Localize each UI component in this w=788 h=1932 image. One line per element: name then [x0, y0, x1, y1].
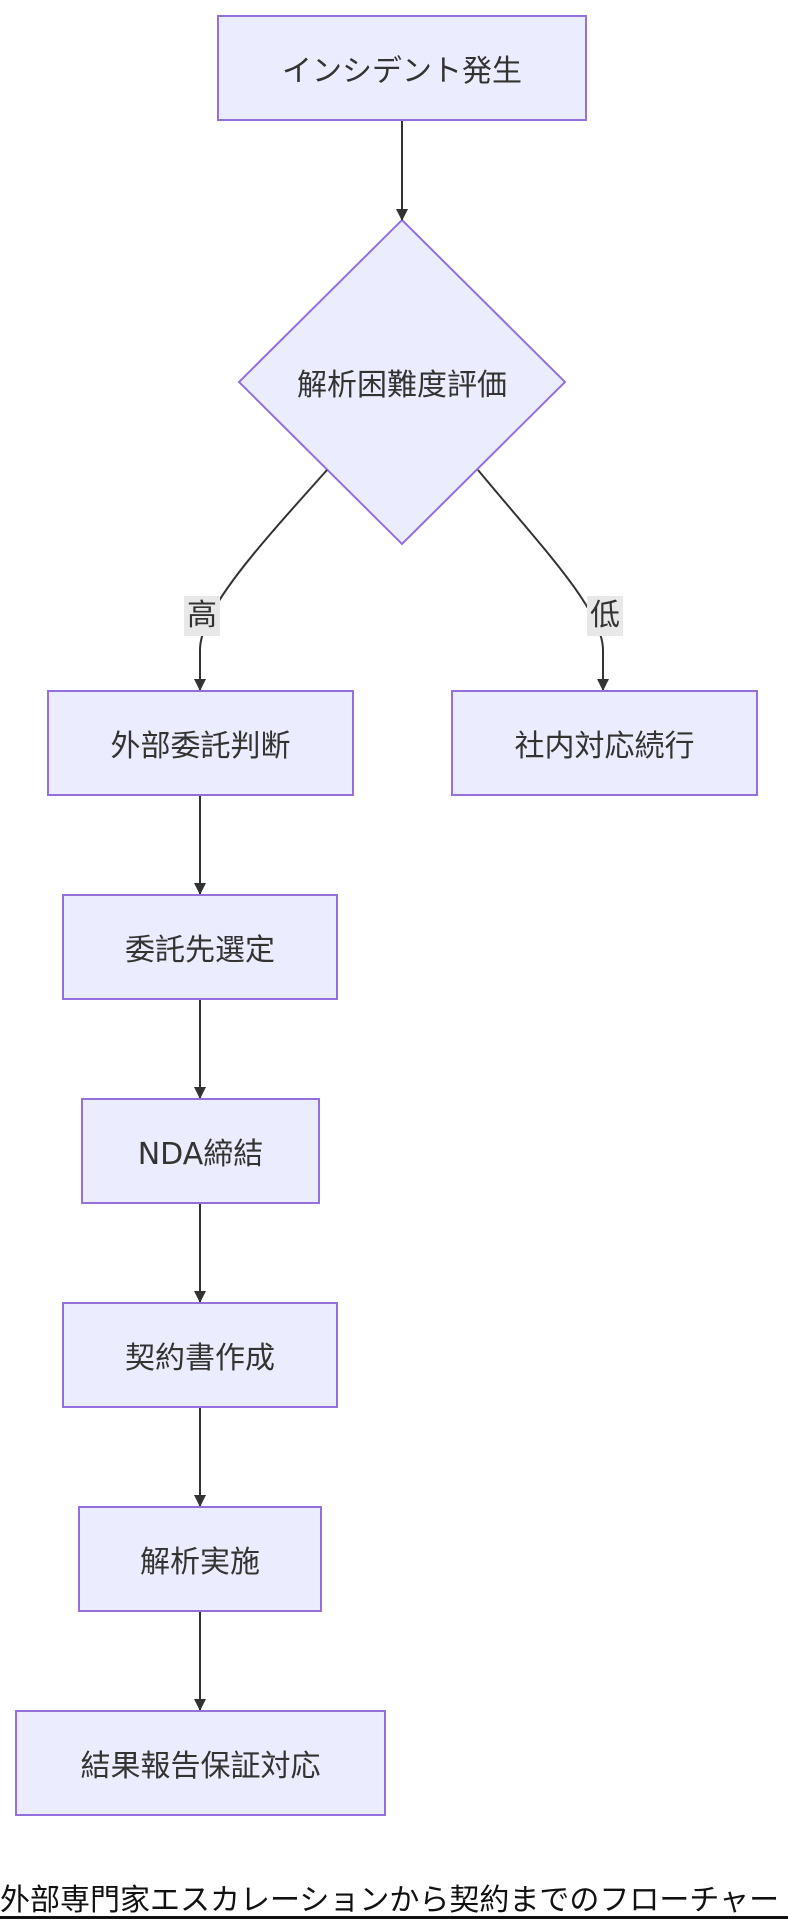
- diagram-caption: 外部専門家エスカレーションから契約までのフローチャート: [0, 1883, 788, 1918]
- edge-label-low: 低: [587, 596, 623, 636]
- node-nda: NDA締結: [81, 1098, 320, 1204]
- edge-assess-to-internal: [477, 469, 609, 691]
- edge-label-high: 高: [184, 596, 220, 636]
- node-select-vendor: 委託先選定: [62, 894, 338, 1000]
- node-analysis: 解析実施: [78, 1506, 322, 1612]
- decision-diamond-shape: [237, 218, 567, 546]
- node-external: 外部委託判断: [47, 690, 354, 796]
- node-assess-label: 解析困難度評価: [297, 368, 507, 403]
- node-internal: 社内対応続行: [451, 690, 758, 796]
- node-contract: 契約書作成: [62, 1302, 338, 1408]
- node-report: 結果報告保証対応: [15, 1710, 386, 1816]
- edge-assess-to-external: [194, 469, 328, 691]
- node-incident: インシデント発生: [217, 15, 587, 121]
